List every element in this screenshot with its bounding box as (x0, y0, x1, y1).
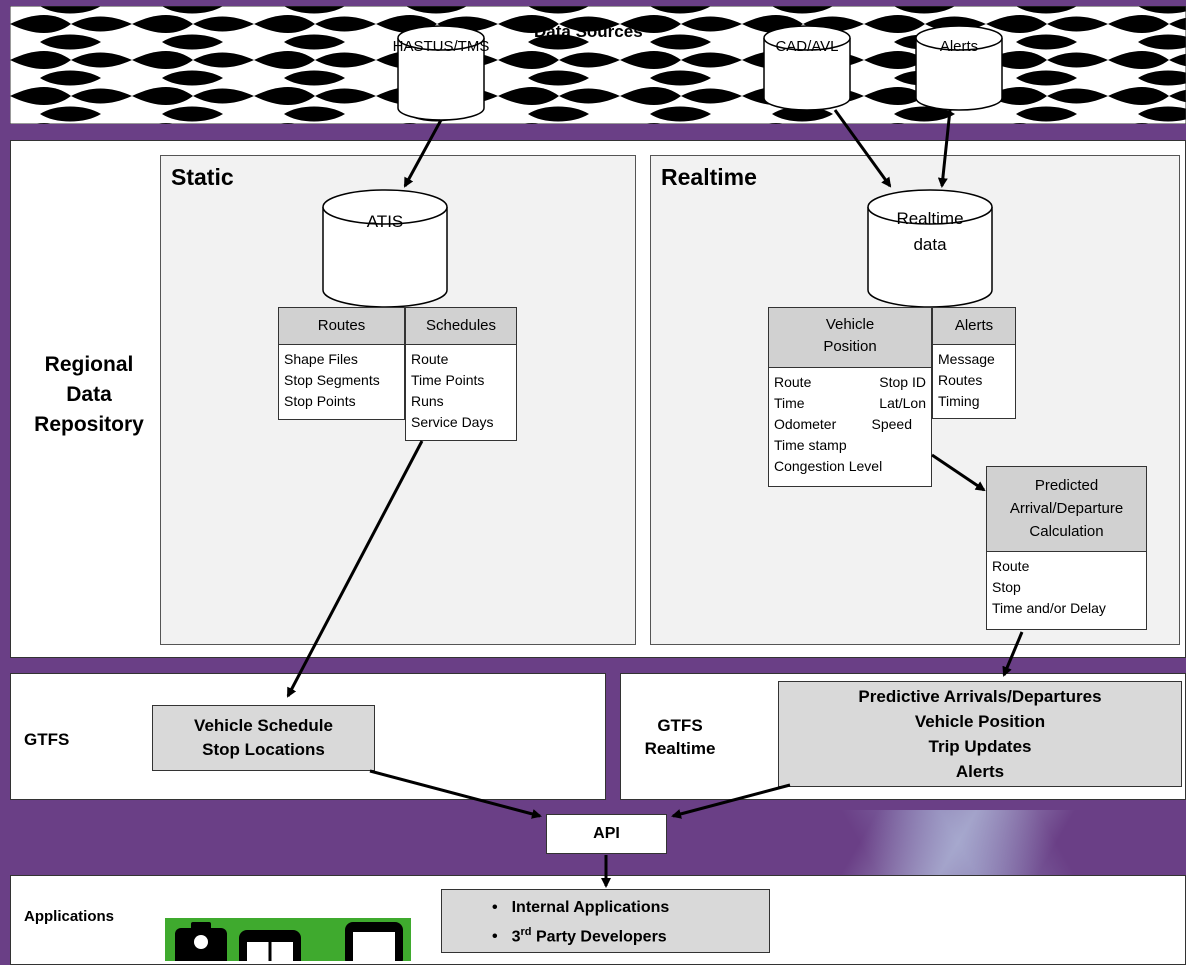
regional-data-repository-label: Regional Data Repository (34, 353, 144, 436)
list-item: Route (411, 351, 449, 367)
list-item: Stop Points (284, 393, 356, 409)
realtime-data-database-icon (867, 189, 993, 308)
applications-label: Applications (24, 908, 115, 925)
cadavl-database-icon (763, 25, 851, 111)
realtime-title: Realtime (661, 164, 757, 190)
list-item: Vehicle Position (914, 712, 1046, 731)
table-row: Congestion Level (774, 458, 883, 474)
transit-vehicle-icon (175, 922, 227, 961)
routes-header: Routes (279, 308, 404, 345)
alerts-source-label: Alerts (939, 38, 979, 55)
list-item: Stop Segments (284, 372, 380, 388)
alerts-table: Alerts Message Routes Timing (932, 307, 1016, 419)
gtfs-label: GTFS (24, 730, 70, 749)
list-item: Predictive Arrivals/Departures (858, 687, 1102, 706)
alerts-header: Alerts (933, 308, 1015, 345)
hastus-database-icon (397, 25, 485, 121)
applications-box: Internal Applications 3rd Party Develope… (441, 889, 770, 953)
schedules-items: Route Time Points Runs Service Days (406, 345, 516, 437)
schedules-table: Schedules Route Time Points Runs Service… (405, 307, 517, 441)
list-item: Time Points (411, 372, 485, 388)
list-item: Route (992, 558, 1030, 574)
data-sources-title: Data Sources (534, 22, 643, 41)
hastus-label: HASTUS/TMS (392, 38, 490, 55)
gtfs-realtime-box: Predictive Arrivals/Departures Vehicle P… (778, 681, 1182, 787)
list-item: Message (938, 351, 995, 367)
routes-items: Shape Files Stop Segments Stop Points (279, 345, 404, 416)
static-title: Static (171, 164, 234, 190)
list-item: Stop (992, 579, 1021, 595)
api-band-texture (730, 810, 1186, 875)
list-item: Time and/or Delay (992, 600, 1106, 616)
predicted-calculation-table: Predicted Arrival/Departure Calculation … (986, 466, 1147, 630)
list-item: Trip Updates (928, 737, 1032, 756)
device-icons (165, 918, 411, 961)
atis-label: ATIS (366, 212, 404, 231)
predicted-items: Route Stop Time and/or Delay (987, 552, 1146, 623)
gtfs-static-box: Vehicle Schedule Stop Locations (152, 705, 375, 771)
cadavl-label: CAD/AVL (775, 38, 839, 55)
list-item: Timing (938, 393, 980, 409)
routes-table: Routes Shape Files Stop Segments Stop Po… (278, 307, 405, 420)
list-item: 3rd Party Developers (492, 920, 769, 949)
list-item: Runs (411, 393, 444, 409)
list-item: Internal Applications (492, 896, 769, 920)
browser-icon (239, 930, 301, 961)
atis-database-icon (322, 189, 448, 308)
table-row: Time stamp (774, 437, 847, 453)
list-item: Routes (938, 372, 983, 388)
vehicle-position-header: Vehicle Position (769, 308, 931, 368)
list-item: Alerts (955, 762, 1005, 781)
api-box: API (546, 814, 667, 854)
predicted-header: Predicted Arrival/Departure Calculation (987, 467, 1146, 552)
gtfs-realtime-label: GTFS Realtime (644, 716, 716, 758)
mobile-phone-icon (345, 922, 403, 961)
realtime-data-label: Realtime data (896, 209, 964, 254)
list-item: Shape Files (284, 351, 358, 367)
alerts-source-database-icon (915, 25, 1003, 111)
schedules-header: Schedules (406, 308, 516, 345)
list-item: Service Days (411, 414, 494, 430)
alerts-items: Message Routes Timing (933, 345, 1015, 416)
